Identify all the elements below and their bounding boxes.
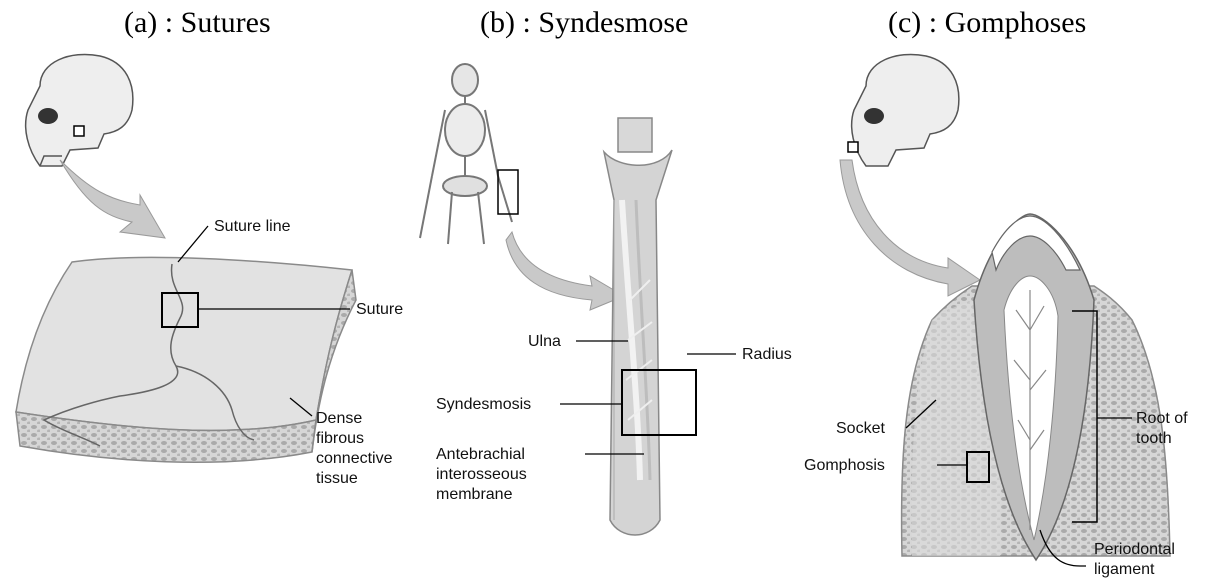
label-radius: Radius <box>742 346 792 363</box>
arrow-c <box>840 160 980 296</box>
label-perio-1: Periodontal <box>1094 541 1175 558</box>
label-dense-1: Dense <box>316 410 362 427</box>
label-suture: Suture <box>356 301 403 318</box>
skeleton-icon <box>420 64 518 244</box>
label-ulna: Ulna <box>528 333 561 350</box>
arrow-b <box>506 232 624 310</box>
skull-bone-slab <box>16 257 356 462</box>
panel-c-illustration: Socket Gomphosis Root of tooth Periodont… <box>804 54 1188 578</box>
label-membrane-2: interosseous <box>436 466 527 483</box>
label-root-1: Root of <box>1136 410 1188 427</box>
skull-icon <box>26 54 133 166</box>
panel-b-illustration: Ulna Radius Syndesmosis Antebrachial int… <box>420 64 792 535</box>
label-dense-4: tissue <box>316 470 358 487</box>
skull-icon-c <box>848 54 959 166</box>
label-perio-2: ligament <box>1094 561 1155 578</box>
label-membrane-1: Antebrachial <box>436 446 525 463</box>
panel-a-illustration: Suture line Suture Dense fibrous connect… <box>16 54 403 487</box>
label-socket: Socket <box>836 420 885 437</box>
label-suture-line: Suture line <box>214 218 291 235</box>
label-dense-3: connective <box>316 450 393 467</box>
label-dense-2: fibrous <box>316 430 364 447</box>
label-gomphosis: Gomphosis <box>804 457 885 474</box>
label-membrane-3: membrane <box>436 486 513 503</box>
forearm-bones <box>604 118 696 535</box>
label-syndesmosis: Syndesmosis <box>436 396 531 413</box>
arrow-a <box>60 160 165 238</box>
label-root-2: tooth <box>1136 430 1172 447</box>
